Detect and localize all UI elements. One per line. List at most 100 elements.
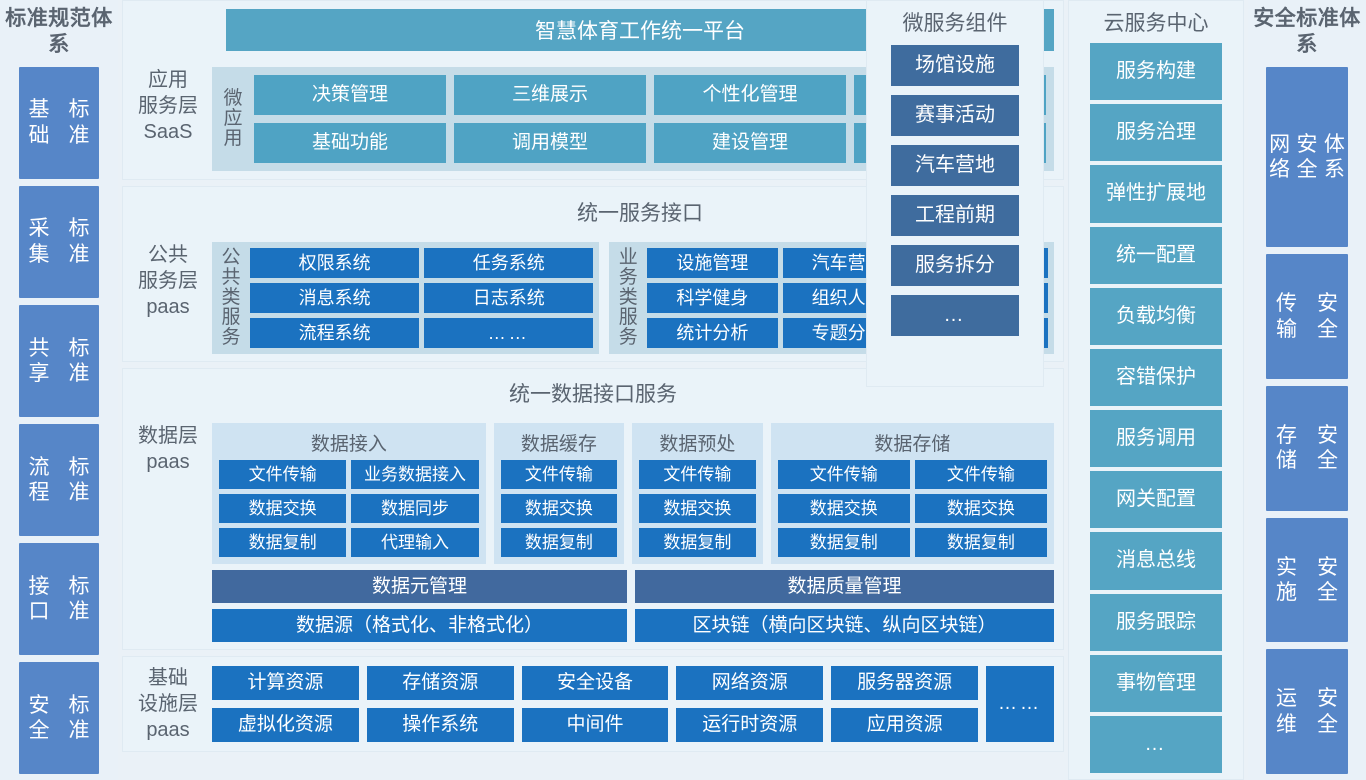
app-decision-management[interactable]: 决策管理 [254, 75, 446, 115]
sidebar-item-transmission-security[interactable]: 传输安全 [1266, 254, 1348, 379]
svc-statistical-analysis[interactable]: 统计分析 [647, 318, 778, 348]
infra-virtualization-resource[interactable]: 虚拟化资源 [212, 708, 359, 742]
infra-network-resource[interactable]: 网络资源 [676, 666, 824, 700]
infra-middleware[interactable]: 中间件 [521, 708, 669, 742]
data-storage-data-replication-1[interactable]: 数据复制 [777, 528, 910, 557]
app-construction-management[interactable]: 建设管理 [654, 123, 846, 163]
data-preprocess-data-replication[interactable]: 数据复制 [639, 528, 756, 557]
infra-security-device[interactable]: 安全设备 [521, 666, 669, 700]
data-storage-file-transfer-2[interactable]: 文件传输 [914, 460, 1047, 489]
ms-car-camp[interactable]: 汽车营地 [891, 145, 1019, 186]
infrastructure-grid: 计算资源 存储资源 安全设备 网络资源 服务器资源 …… 虚拟化资源 操作系统 … [212, 666, 1054, 742]
cloud-message-bus[interactable]: 消息总线 [1090, 532, 1222, 590]
svc-scientific-fitness[interactable]: 科学健身 [647, 283, 778, 313]
cloud-fault-tolerance[interactable]: 容错保护 [1090, 348, 1222, 407]
cloud-service-invocation[interactable]: 服务调用 [1090, 410, 1222, 468]
infra-compute-resource[interactable]: 计算资源 [212, 666, 359, 700]
infra-server-resource[interactable]: 服务器资源 [831, 666, 978, 700]
data-cache-data-replication[interactable]: 数据复制 [500, 528, 618, 557]
ms-more[interactable]: … [891, 295, 1019, 336]
data-layer-content: 数据接入 文件传输 业务数据接入 数据交换 数据同步 数据复制 代理输入 [212, 423, 1054, 642]
data-access-data-sync[interactable]: 数据同步 [351, 494, 479, 523]
data-preprocess-data-exchange[interactable]: 数据交换 [639, 494, 756, 523]
svc-process-system[interactable]: 流程系统 [250, 318, 420, 348]
metadata-management-bar[interactable]: 数据元管理 [212, 570, 628, 603]
app-3d-display[interactable]: 三维展示 [454, 75, 646, 115]
ms-event-activity[interactable]: 赛事活动 [891, 95, 1019, 136]
infra-operating-system[interactable]: 操作系统 [366, 708, 514, 742]
svc-facility-management[interactable]: 设施管理 [647, 248, 778, 278]
svc-log-system[interactable]: 日志系统 [424, 283, 594, 313]
infra-storage-resource[interactable]: 存储资源 [366, 666, 514, 700]
right-sidebar-title: 安全标准体系 [1253, 7, 1361, 57]
sidebar-item-collection-standard[interactable]: 采集标准 [19, 185, 99, 298]
cloud-elastic-scaling[interactable]: 弹性扩展地 [1090, 165, 1222, 223]
data-quality-management-bar[interactable]: 数据质量管理 [635, 570, 1054, 603]
cloud-service-build[interactable]: 服务构建 [1090, 43, 1222, 101]
ms-service-splitting[interactable]: 服务拆分 [891, 245, 1019, 286]
unified-data-interface-title: 统一数据接口服务 [509, 383, 677, 406]
app-call-model[interactable]: 调用模型 [454, 123, 646, 163]
app-personalized-management[interactable]: 个性化管理 [654, 75, 846, 115]
ms-venue-facility[interactable]: 场馆设施 [891, 45, 1019, 86]
cloud-service-governance[interactable]: 服务治理 [1090, 104, 1222, 162]
sidebar-item-operation-security[interactable]: 运维安全 [1266, 649, 1348, 774]
sidebar-item-network-security-system[interactable]: 网络安全体系 [1266, 66, 1348, 248]
svc-public-more[interactable]: …… [424, 318, 594, 348]
data-storage-data-exchange-2[interactable]: 数据交换 [914, 494, 1047, 523]
ms-project-preparation[interactable]: 工程前期 [891, 195, 1019, 236]
data-management-bars: 数据元管理 数据质量管理 [212, 570, 1054, 603]
business-class-service-label: 业务类服务 [618, 247, 638, 348]
data-groups: 数据接入 文件传输 业务数据接入 数据交换 数据同步 数据复制 代理输入 [212, 423, 1054, 564]
sidebar-item-interface-standard[interactable]: 接口标准 [19, 542, 99, 655]
unified-service-interface-title: 统一服务接口 [577, 202, 703, 225]
data-cache-file-transfer[interactable]: 文件传输 [500, 460, 618, 489]
svc-permission-system[interactable]: 权限系统 [250, 248, 420, 278]
data-storage-file-transfer-1[interactable]: 文件传输 [777, 460, 910, 489]
data-cache-data-exchange[interactable]: 数据交换 [500, 494, 618, 523]
data-storage-data-exchange-1[interactable]: 数据交换 [777, 494, 910, 523]
sidebar-item-basic-standard[interactable]: 基础标准 [19, 66, 99, 179]
data-access-data-exchange[interactable]: 数据交换 [219, 494, 347, 523]
data-access-file-transfer[interactable]: 文件传输 [219, 460, 347, 489]
cloud-service-center-column: 云服务中心 服务构建 服务治理 弹性扩展地 统一配置 负载均衡 容错保护 服务调… [1068, 0, 1244, 780]
sidebar-item-security-standard[interactable]: 安全标准 [19, 661, 99, 774]
svc-message-system[interactable]: 消息系统 [250, 283, 420, 313]
data-source-bar[interactable]: 数据源（格式化、非格式化） [212, 609, 628, 642]
data-preprocess-file-transfer[interactable]: 文件传输 [639, 460, 756, 489]
infra-runtime-resource[interactable]: 运行时资源 [676, 708, 824, 742]
data-access-business-data[interactable]: 业务数据接入 [351, 460, 479, 489]
data-cache-group: 数据缓存 文件传输 数据交换 数据复制 [493, 423, 625, 564]
left-sidebar-items: 基础标准 采集标准 共享标准 流程标准 接口标准 安全标准 [0, 66, 118, 775]
infra-more[interactable]: …… [986, 666, 1054, 742]
cloud-gateway-configuration[interactable]: 网关配置 [1090, 471, 1222, 529]
cloud-unified-configuration[interactable]: 统一配置 [1090, 226, 1222, 284]
public-class-service-grid: 权限系统 任务系统 消息系统 日志系统 流程系统 …… [250, 248, 594, 348]
data-storage-data-replication-2[interactable]: 数据复制 [914, 528, 1047, 557]
sidebar-item-sharing-standard[interactable]: 共享标准 [19, 304, 99, 417]
cloud-service-tracing[interactable]: 服务跟踪 [1090, 593, 1222, 651]
micro-application-label: 微应用 [223, 88, 243, 149]
data-storage-grid: 文件传输 文件传输 数据交换 数据交换 数据复制 数据复制 [777, 460, 1047, 557]
cloud-load-balancing[interactable]: 负载均衡 [1090, 287, 1222, 345]
app-basic-function[interactable]: 基础功能 [254, 123, 446, 163]
cloud-more[interactable]: … [1090, 715, 1222, 774]
data-access-proxy-input[interactable]: 代理输入 [351, 528, 479, 557]
cloud-transaction-management[interactable]: 事物管理 [1090, 654, 1222, 712]
data-source-bars: 数据源（格式化、非格式化） 区块链（横向区块链、纵向区块链） [212, 609, 1054, 642]
data-cache-title: 数据缓存 [520, 434, 597, 455]
sidebar-item-process-standard[interactable]: 流程标准 [19, 423, 99, 536]
sidebar-item-storage-security[interactable]: 存储安全 [1266, 385, 1348, 511]
data-access-data-replication[interactable]: 数据复制 [219, 528, 347, 557]
public-class-service-group: 公共类服务 权限系统 任务系统 消息系统 日志系统 流程系统 …… [212, 242, 600, 354]
svc-task-system[interactable]: 任务系统 [424, 248, 594, 278]
data-storage-title: 数据存储 [874, 434, 951, 455]
infra-application-resource[interactable]: 应用资源 [831, 708, 978, 742]
sidebar-item-implementation-security[interactable]: 实施安全 [1266, 517, 1348, 643]
blockchain-bar[interactable]: 区块链（横向区块链、纵向区块链） [635, 609, 1054, 642]
